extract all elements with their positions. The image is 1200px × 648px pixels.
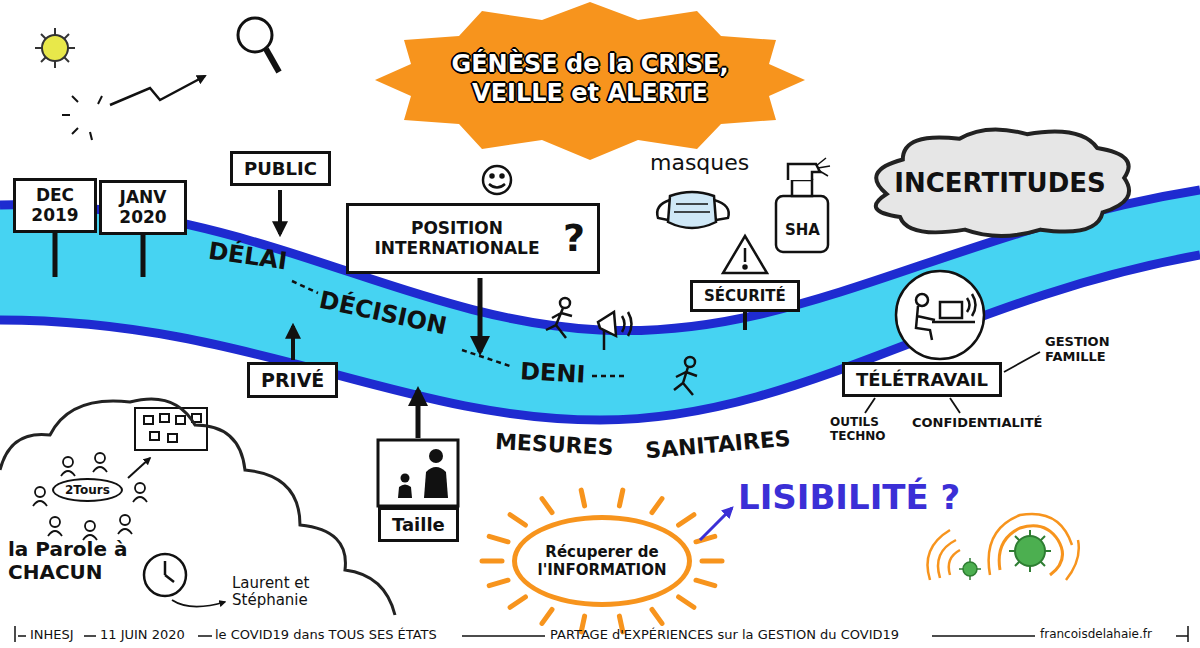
- sun-ray: [489, 580, 508, 585]
- actor-box: PRIVÉ: [247, 362, 338, 398]
- trend-arrow: [110, 76, 205, 105]
- spark: [62, 96, 102, 140]
- title-starburst: [375, 2, 805, 160]
- label-text: 11 JUIN 2020: [100, 628, 185, 643]
- sun-ray: [619, 490, 622, 506]
- info-sun: Récuperer de l'INFORMATION: [512, 515, 692, 607]
- telework-box: TÉLÉTRAVAIL: [842, 362, 1002, 397]
- bottle-label: SHA: [781, 219, 824, 241]
- node-text: SÉCURITÉ: [704, 287, 786, 305]
- sanitizer-bottle: [776, 158, 830, 252]
- node-text: Récuperer de l'INFORMATION: [527, 543, 677, 579]
- safety-sign: SÉCURITÉ: [690, 280, 800, 312]
- footer-rule: [15, 626, 1188, 642]
- smiley: [483, 166, 511, 194]
- label-text: INHESJ: [30, 628, 74, 643]
- node-text: Taille: [392, 514, 445, 535]
- node-subtext: ?: [563, 219, 585, 257]
- node-text: la Parole à CHACUN: [8, 538, 143, 584]
- clock: [144, 554, 186, 596]
- magnifier: [238, 18, 279, 72]
- sun-ray: [482, 559, 502, 564]
- label-text: LISIBILITÉ ?: [738, 478, 960, 517]
- label-text: SANITAIRES: [644, 426, 791, 464]
- pressure-arrow: [291, 326, 295, 360]
- board-arrow: [128, 458, 150, 478]
- uncertainty-cloud: INCERTITUDES: [865, 125, 1135, 240]
- sign-post: [141, 233, 146, 277]
- node-text: 2Tours: [65, 483, 110, 497]
- node-subtext: Laurent et Stéphanie: [232, 575, 332, 610]
- date-sign: DEC 2019: [13, 178, 97, 233]
- cloud-outline: [0, 390, 395, 648]
- telework-picture: [896, 271, 984, 359]
- label-text: DÉCISION: [317, 287, 449, 341]
- cloud-path: [0, 399, 395, 615]
- node-text: PRIVÉ: [261, 369, 324, 391]
- sun-ray: [679, 515, 694, 525]
- label-text: le COVID19 dans TOUS SES ÉTATS: [215, 628, 437, 643]
- river-bank: [0, 255, 1200, 420]
- board: [135, 408, 207, 450]
- sun-ray: [702, 559, 722, 564]
- sun-ray: [696, 580, 715, 585]
- node-text: INCERTITUDES: [894, 168, 1105, 198]
- size-box: Taille: [378, 507, 459, 542]
- speech-cloud: la Parole à CHACUN Laurent et Stéphanie 2T…: [0, 390, 395, 648]
- sun-ray: [696, 536, 715, 541]
- clock-arrow: [172, 600, 225, 607]
- actor-box: PUBLIC: [230, 151, 331, 186]
- size-picture: [378, 440, 458, 506]
- sun-ray: [510, 597, 525, 607]
- label-text: MESURES: [494, 429, 614, 460]
- label-text: PARTAGE d'EXPÉRIENCES sur la GESTION du …: [550, 628, 899, 643]
- sun-ray: [652, 499, 662, 513]
- title-text: GÉNÈSE de la CRISE, VEILLE et ALERTE: [440, 50, 740, 108]
- cloud-path: [876, 129, 1129, 236]
- sign-post: [53, 230, 58, 277]
- pressure-arrow: [278, 190, 282, 234]
- sun-ray: [679, 597, 694, 607]
- label-text: GESTION FAMILLE: [1045, 335, 1125, 365]
- sun-ray: [489, 536, 508, 541]
- sun-ray: [510, 515, 525, 525]
- megaphone: [598, 312, 632, 350]
- sun-ray: [542, 610, 552, 624]
- sun-ray: [581, 490, 584, 506]
- node-text: SHA: [785, 221, 820, 239]
- question-box: POSITION INTERNATIONALE?: [346, 203, 600, 274]
- date-sign: JANV 2020: [99, 180, 187, 235]
- node-text: DEC 2019: [27, 185, 83, 226]
- sun-ray: [542, 499, 552, 513]
- label-text: masques: [650, 150, 749, 175]
- label-text: OUTILS TECHNO: [830, 416, 888, 444]
- people: [33, 453, 147, 540]
- node-text: JANV 2020: [113, 187, 173, 228]
- label-text: DÉLAI: [206, 238, 288, 276]
- sun-ray: [652, 610, 662, 624]
- virus-spread: [928, 514, 1079, 580]
- node-text: POSITION INTERNATIONALE: [361, 218, 553, 259]
- pressure-arrow: [478, 278, 483, 352]
- info-arrow: [700, 508, 732, 540]
- node-text: TÉLÉTRAVAIL: [856, 369, 988, 390]
- virus-icon: [35, 28, 75, 68]
- round-ellipse: 2Tours: [52, 478, 123, 502]
- node-text: PUBLIC: [244, 158, 317, 179]
- label-text: DENI: [519, 358, 586, 389]
- label-text: CONFIDENTIALITÉ: [912, 416, 1042, 431]
- pressure-arrow: [416, 390, 421, 438]
- mask: [657, 192, 729, 228]
- sun-rays: [482, 490, 722, 632]
- label-text: francoisdelahaie.fr: [1040, 628, 1152, 642]
